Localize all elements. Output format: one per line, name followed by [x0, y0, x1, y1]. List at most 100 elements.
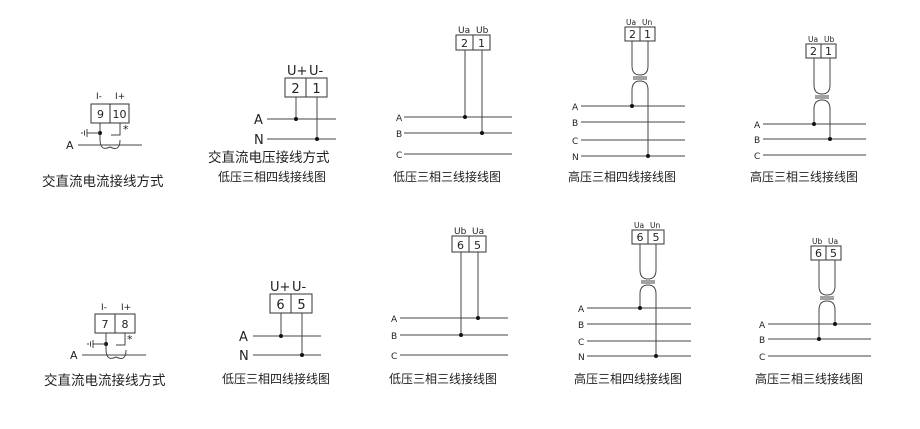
pin-label-i-plus: I+ [121, 303, 131, 313]
pin-label: Un [642, 18, 652, 27]
diagram-caption: 高压三相四线接线图 [568, 169, 676, 184]
supply-lines [763, 123, 866, 156]
terminal-number: 2 [810, 45, 817, 58]
terminal-number: 2 [629, 28, 636, 41]
line-label-c: C [759, 353, 765, 363]
line-label-a: A [578, 305, 585, 315]
terminal-number: 1 [644, 28, 651, 41]
line-label-b: B [391, 332, 397, 342]
line-label-a: A [254, 113, 263, 128]
terminal-number: 6 [815, 247, 822, 260]
line-label-c: C [578, 338, 584, 348]
pt-core [633, 76, 647, 80]
diagram-caption: 低压三相三线接线图 [393, 169, 501, 184]
diagram-caption: 低压三相四线接线图 [222, 371, 330, 386]
terminal-number: 5 [474, 239, 481, 252]
junction-dot [817, 337, 821, 341]
line-label-a: A [70, 349, 78, 362]
diagram-caption: 高压三相四线接线图 [574, 371, 682, 386]
pin-label: Ua [828, 237, 838, 246]
line-label-c: C [391, 352, 397, 362]
pin-label-i-plus: I+ [115, 92, 125, 102]
wire [116, 333, 126, 346]
pin-label: Ub [454, 227, 467, 237]
terminal-number: 5 [830, 247, 837, 260]
pin-label: Ua [458, 26, 470, 36]
line-label-n: N [239, 349, 249, 364]
terminal-number: 1 [825, 45, 832, 58]
polarity-star: * [127, 333, 133, 346]
junction-dot [279, 334, 283, 338]
pt-core [815, 95, 829, 99]
junction-dot [638, 306, 642, 310]
pin-label: Ua [472, 227, 484, 237]
low-3wire-diagram-1: Ua Ub 2 1 A B C 低压三相三线接线图 [393, 26, 512, 184]
line-label-c: C [396, 151, 402, 161]
line-label-c: C [754, 152, 760, 162]
current-wiring-diagram-2: I- I+ 7 8 * A 交直流电流接线方式 [44, 303, 166, 389]
pt-winding-lower [631, 80, 649, 156]
pin-label-i-minus: I- [96, 92, 102, 102]
line-label-a: A [396, 114, 403, 124]
terminal-number: 9 [97, 108, 104, 121]
line-label-b: B [572, 119, 578, 129]
low-3wire-diagram-2: Ub Ua 6 5 A B C 低压三相三线接线图 [389, 227, 508, 386]
junction-dot [315, 137, 319, 141]
line-label-a: A [754, 121, 761, 131]
wire [111, 123, 121, 136]
wire [460, 252, 479, 335]
line-label-a: A [66, 139, 74, 152]
pt-winding-lower [639, 284, 657, 356]
ground-icon [81, 129, 88, 137]
voltage-wiring-diagram-2: U+ U- 6 5 A N 低压三相四线接线图 [222, 280, 330, 386]
line-label-b: B [759, 336, 765, 346]
pin-label: Ua [808, 35, 818, 44]
pin-label: Ub [476, 26, 489, 36]
terminal-number: 6 [276, 298, 284, 313]
wire [295, 97, 318, 139]
high-3wire-diagram-1: Ua Ub 2 1 A B C 高压三相三线接线图 [750, 35, 866, 184]
ct-coil [99, 133, 121, 149]
supply-lines [253, 335, 321, 356]
line-label-a: A [239, 330, 248, 345]
terminal-number: 7 [102, 318, 109, 331]
line-label-a: A [759, 321, 766, 331]
junction-dot [833, 322, 837, 326]
high-4wire-diagram-2: Ua Un 6 5 A B C N 高压三相四线接线图 [574, 221, 691, 386]
pin-label: Ub [812, 237, 822, 246]
pt-core [820, 296, 834, 300]
terminal-number: 2 [461, 37, 468, 50]
junction-dot [459, 333, 463, 337]
wire [464, 50, 483, 133]
diagram-caption: 高压三相三线接线图 [755, 371, 863, 386]
terminal-number: 6 [637, 231, 644, 244]
junction-dot [476, 316, 480, 320]
line-label-b: B [396, 130, 402, 140]
pt-winding-upper [631, 41, 649, 76]
diagram-caption: 高压三相三线接线图 [750, 169, 858, 184]
pin-label: Ub [824, 35, 834, 44]
line-label-n: N [572, 153, 579, 163]
terminal-number: 5 [297, 298, 305, 313]
pt-winding-lower [813, 99, 831, 139]
terminal-number: 1 [312, 82, 320, 97]
voltage-wiring-diagram-1: U+ U- 2 1 A N 交直流电压接线方式 低压三相四线接线图 [208, 64, 336, 184]
ground-icon [87, 340, 94, 348]
junction-dot [654, 354, 658, 358]
pt-winding-upper [639, 244, 657, 280]
wire [280, 313, 303, 355]
line-label-a: A [391, 315, 398, 325]
line-label-c: C [572, 137, 578, 147]
junction-dot [630, 104, 634, 108]
pin-label-u-plus: U+ [287, 64, 307, 79]
pin-label-u-minus: U- [292, 280, 307, 295]
high-3wire-diagram-2: Ub Ua 6 5 A B C 高压三相三线接线图 [755, 237, 871, 386]
junction-dot [480, 131, 484, 135]
pin-label: Un [650, 221, 660, 230]
polarity-star: * [123, 123, 129, 136]
pt-winding-lower [818, 300, 836, 339]
line-label-b: B [754, 136, 760, 146]
terminal-number: 5 [653, 231, 660, 244]
junction-dot [294, 117, 298, 121]
